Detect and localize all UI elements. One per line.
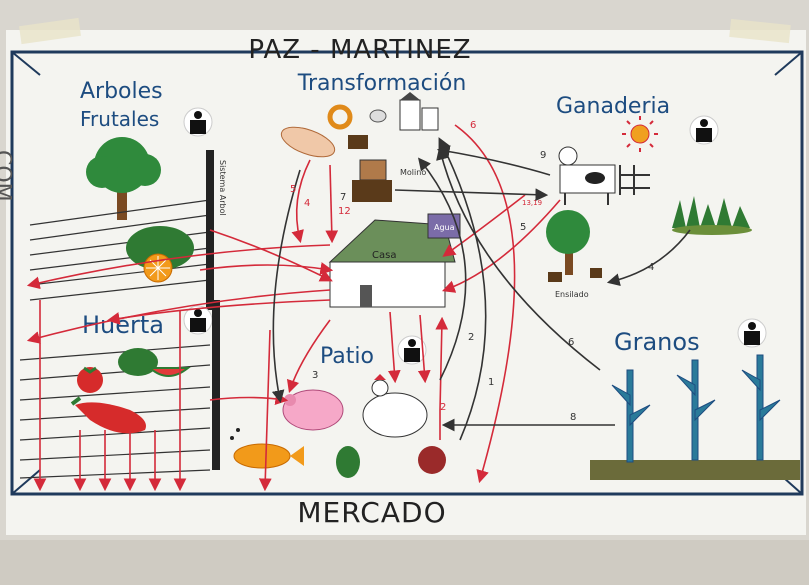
milk-carton-icon <box>399 92 439 131</box>
green-pepper-icon <box>336 446 360 478</box>
arrow-number: 7 <box>340 192 346 203</box>
arrow-number: 6 <box>470 120 476 131</box>
donut-icon <box>327 104 353 130</box>
cheese-icon <box>369 109 387 123</box>
fish-icon <box>230 428 304 469</box>
tape-top-left <box>19 17 81 45</box>
house-label: Casa <box>372 250 396 261</box>
red-fruit-icon <box>418 446 446 474</box>
arrow-number: 4 <box>304 198 310 209</box>
arrow-number: 13,19 <box>522 199 542 207</box>
corn-field-icon <box>590 354 800 480</box>
huerta-sign-post <box>212 300 220 470</box>
silage-label: Ensilado <box>555 290 589 299</box>
water-label: Agua <box>434 223 455 232</box>
sun-icon <box>622 116 658 152</box>
person-icon-ganaderia <box>689 115 719 145</box>
fruit-tree-icon <box>86 137 161 220</box>
poster-title: PAZ - MARTINEZ <box>248 35 471 65</box>
bread-icon <box>280 126 336 158</box>
left-margin-text: COM <box>0 150 15 202</box>
fence-icon <box>619 165 650 195</box>
silage-tree-icon <box>546 210 602 282</box>
arrow-number: 2 <box>468 332 474 343</box>
chocolate-box-icon <box>348 135 368 149</box>
pig-icon <box>282 389 344 431</box>
mill-grinder-icon <box>352 159 392 202</box>
tomato-icon <box>77 366 103 393</box>
arrow-number: 3 <box>312 370 318 381</box>
arboles-sign-text: Sistema Arbol <box>218 160 227 216</box>
person-icon-huerta <box>183 305 213 335</box>
tape-top-right <box>729 18 791 44</box>
section-title-patio: Patio <box>320 344 374 369</box>
hen-icon <box>362 374 428 438</box>
cow-icon <box>558 146 616 205</box>
person-icon-arboles <box>183 107 213 137</box>
arrow-number: 12 <box>338 206 351 217</box>
pasture-grass-icon <box>672 196 752 235</box>
person-icon-patio <box>397 335 427 365</box>
table-surface <box>0 540 809 585</box>
section-title-arboles-line2: Frutales <box>80 107 159 131</box>
mill-label: Molino <box>400 168 426 177</box>
arrow-numbers: 5 4 7 12 6 9 5 13,19 4 3 2 1 6 8 2 <box>290 120 654 423</box>
section-title-arboles-line1: Arboles <box>80 79 163 104</box>
chili-pepper-icon <box>70 396 146 434</box>
water-tank-icon <box>427 213 461 239</box>
arrow-number: 8 <box>570 412 576 423</box>
poster-border <box>10 50 804 496</box>
arrow-number: 4 <box>648 262 654 273</box>
section-title-ganaderia: Ganaderia <box>556 94 670 119</box>
person-icon-granos <box>737 318 767 348</box>
section-title-transformacion: Transformación <box>297 71 467 96</box>
arrow-number: 5 <box>520 222 526 233</box>
watermelon-slice-icon <box>118 348 191 377</box>
arrow-number: 1 <box>488 377 494 388</box>
flow-arrows <box>26 124 691 492</box>
bottom-label-mercado: MERCADO <box>297 496 446 529</box>
arrow-number: 2 <box>440 402 446 413</box>
section-title-huerta: Huerta <box>82 311 164 339</box>
section-title-granos: Granos <box>614 328 700 356</box>
arrow-number: 5 <box>290 184 296 195</box>
arrow-number: 6 <box>568 337 574 348</box>
arrow-number: 9 <box>540 150 546 161</box>
